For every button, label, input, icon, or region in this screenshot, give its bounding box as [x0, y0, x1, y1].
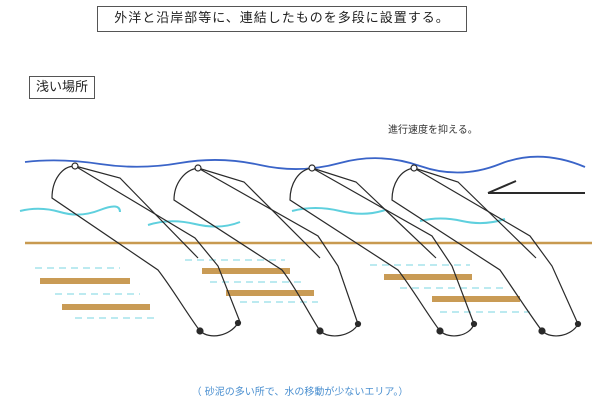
wave-streak [419, 217, 506, 225]
sediment-dashes [35, 259, 530, 319]
seabed-bar [432, 296, 520, 302]
section-label-shallow: 浅い場所 [29, 76, 95, 99]
seabed-bar [202, 268, 290, 274]
caption: （ 砂泥の多い所で、水の移動が少ないエリア。） [191, 387, 409, 398]
wave-streak [291, 207, 386, 215]
barrier-unit-3 [289, 164, 478, 337]
barrier-unit-1 [51, 162, 242, 337]
seabed-bar [40, 278, 130, 284]
title-box: 外洋と沿岸部等に、連結したものを多段に設置する。 [97, 6, 467, 32]
annotation-speed: 進行速度を抑える。 [388, 125, 478, 136]
seabed-bar [62, 304, 150, 310]
barrier-units [51, 162, 582, 337]
wave-streak [147, 220, 241, 228]
barrier-unit-2 [173, 164, 362, 337]
seabed-bar [226, 290, 314, 296]
wave-streak [19, 205, 121, 216]
barrier-unit-4 [391, 164, 582, 337]
flow-arrow [487, 180, 585, 194]
seabed-bar [384, 274, 472, 280]
